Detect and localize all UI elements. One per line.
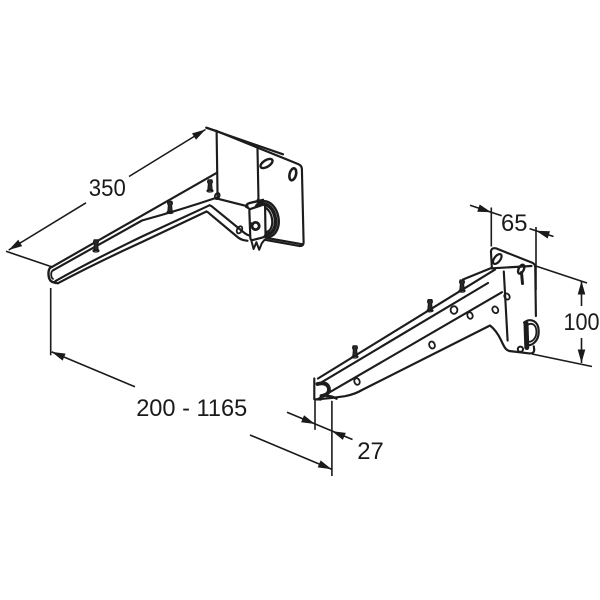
svg-text:200 - 1165: 200 - 1165 bbox=[136, 395, 247, 422]
svg-text:27: 27 bbox=[357, 438, 384, 465]
svg-text:65: 65 bbox=[501, 210, 528, 237]
svg-text:350: 350 bbox=[89, 175, 126, 202]
svg-text:100: 100 bbox=[564, 309, 600, 336]
